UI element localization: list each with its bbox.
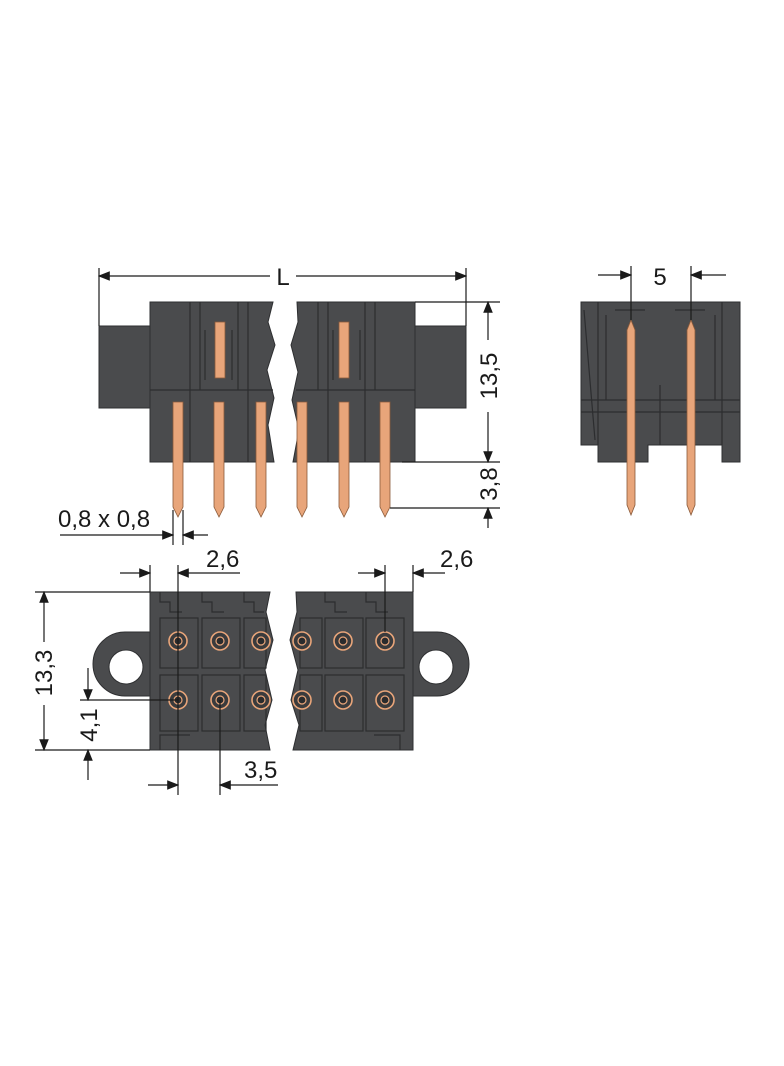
left-flange	[98, 325, 152, 409]
side-view: 5	[580, 264, 741, 517]
dim-offset-right-label: 2,6	[440, 546, 473, 573]
front-view: L 13,5 3,8 0,8 x 0,8	[58, 264, 503, 545]
top-housing-left	[149, 591, 274, 751]
top-view: 2,6 2,6 13,3 4,1 3,5	[31, 546, 473, 795]
front-upper-pin-1	[214, 321, 226, 379]
dim-height-label: 13,5	[476, 353, 503, 400]
right-flange	[413, 325, 467, 409]
dim-flange-offset-label: 3,5	[244, 757, 277, 784]
dim-body-height-label: 13,3	[31, 650, 58, 697]
side-housing	[580, 301, 741, 463]
dim-pin-section-label: 0,8 x 0,8	[58, 506, 150, 533]
front-grooves	[150, 302, 415, 462]
front-housing-right	[290, 301, 416, 463]
right-mounting-ear	[411, 631, 470, 697]
top-cavities	[159, 592, 405, 750]
front-lower-pins	[172, 401, 391, 518]
side-pin-1	[626, 318, 636, 517]
dim-length-label: L	[276, 264, 289, 291]
left-mounting-ear	[92, 631, 151, 697]
dim-pin-length-label: 3,8	[476, 467, 503, 500]
top-housing-right	[289, 591, 414, 751]
dim-row-offset-label: 4,1	[76, 708, 103, 741]
dim-offset-left-label: 2,6	[206, 546, 239, 573]
dim-pitch-label: 5	[653, 264, 666, 291]
side-grooves	[581, 302, 740, 445]
side-pin-2	[686, 318, 696, 517]
top-contact-holes	[168, 631, 395, 710]
front-upper-pin-2	[338, 321, 350, 379]
